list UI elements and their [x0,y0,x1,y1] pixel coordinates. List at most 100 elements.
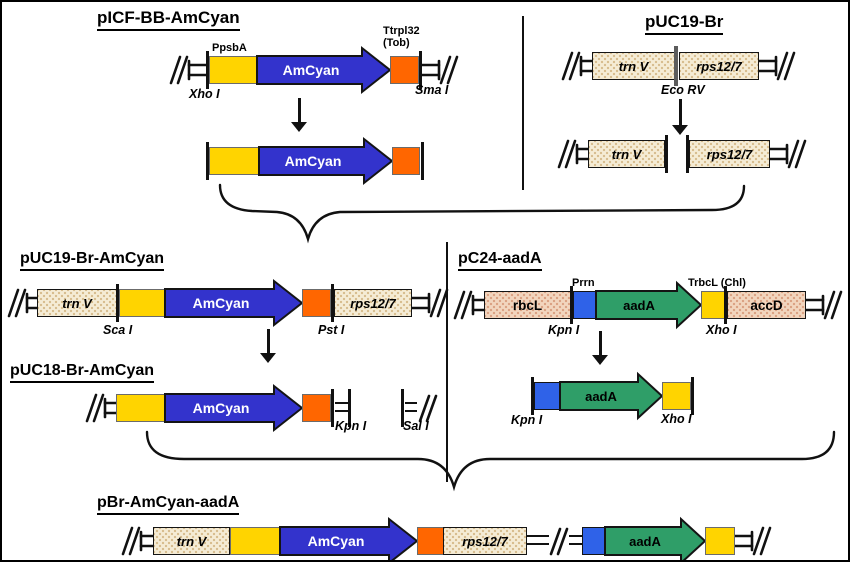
dna-break-slashes [549,527,569,556]
site-label-xhoi: Xho I [706,323,737,337]
ppsba-label: PpsbA [212,42,247,54]
terminator-box-ttrpl32 [390,56,419,84]
promoter-box-prrn [534,382,560,410]
site-label-kpni: Kpn I [335,419,367,433]
linker-line [405,402,417,412]
site-label-xhoi: Xho I [661,412,692,426]
ttrpl32-label: Ttrpl32 (Tob) [383,25,420,49]
svg-text:aadA: aadA [585,389,617,404]
section-title-puc19-br: pUC19-Br [645,12,724,35]
cut-end-tick-sali [401,389,404,427]
site-label-smai: Sma I [415,83,449,97]
restriction-site-tick-psti [331,284,334,322]
dna-break-symbol [169,55,206,85]
terminator-box-trbcl [701,291,725,319]
amcyan-gene-arrow: AmCyan [164,278,304,328]
section-title-puc18-br-amcyan: pUC18-Br-AmCyan [10,362,155,383]
svg-text:AmCyan: AmCyan [193,400,250,416]
section-divider-top [522,16,524,190]
site-label-kpni: Kpn I [511,413,543,427]
svg-text:AmCyan: AmCyan [283,62,340,78]
restriction-site-tick-xhoi [724,286,727,324]
site-label-xhoi: Xho I [189,87,220,101]
site-label-ecorv: Eco RV [661,83,705,97]
process-arrow-down [259,329,277,363]
terminator-box [302,289,331,317]
ttrpl32-label-line1: Ttrpl32 [383,25,420,37]
section-title-puc19-br-amcyan: pUC19-Br-AmCyan [20,250,165,271]
svg-text:AmCyan: AmCyan [285,153,342,169]
promoter-box [116,394,165,422]
prrn-label: Prrn [572,277,595,289]
digest-arrow-down [591,331,609,365]
section-divider-middle [446,242,448,482]
flank-box-trnv: trn V [592,52,675,80]
dna-break-symbol [759,51,796,81]
fragment-end-tick [206,142,209,180]
terminator-box-ttrpl32 [392,147,420,175]
cut-end-tick-kpni [348,389,351,427]
svg-text:aadA: aadA [623,298,655,313]
promoter-box [230,527,280,555]
dna-break-symbol [806,290,843,320]
restriction-site-tick-xhoi [206,51,209,89]
digest-arrow-down [671,99,689,135]
fragment-end-tick [531,377,534,415]
flank-box-trnv: trn V [588,140,665,168]
restriction-site-tick-kpni [570,286,573,324]
flank-box-accd: accD [727,291,806,319]
amcyan-gene-arrow: AmCyan [258,136,394,186]
site-label-psti: Pst I [318,323,345,337]
flank-box-rps12-7: rps12/7 [443,527,527,555]
promoter-box-ppsba [209,56,257,84]
dna-break-symbol [735,526,772,556]
linker-line [569,535,582,545]
promoter-box-prrn [573,291,596,319]
terminator-box-trbcl [662,382,691,410]
amcyan-gene-arrow: AmCyan [256,45,392,95]
svg-text:AmCyan: AmCyan [193,295,250,311]
merge-brace-bottom [145,430,836,492]
ttrpl32-label-line2: (Tob) [383,36,410,49]
dna-break-symbol [412,288,449,318]
aada-gene-arrow: aadA [604,516,707,560]
linker-line [335,402,348,412]
site-label-kpni: Kpn I [548,323,580,337]
restriction-site-tick-scai [116,284,119,322]
fragment-end-tick [421,142,424,180]
cut-end-tick [331,389,334,427]
trbcl-label: TrbcL (Chl) [688,277,746,289]
promoter-box-prrn [582,527,605,555]
aada-gene-arrow: aadA [595,280,703,330]
dna-break-symbol [121,526,158,556]
promoter-box [119,289,165,317]
flank-box-rbcl: rbcL [484,291,571,319]
dna-break-symbol [770,139,807,169]
cut-end-tick [686,135,689,173]
flank-box-trnv: trn V [37,289,117,317]
promoter-box-ppsba [209,147,259,175]
amcyan-gene-arrow: AmCyan [279,516,419,560]
site-label-sali: Sal I [403,419,429,433]
section-title-pbr-amcyan-aada: pBr-AmCyan-aadA [97,494,240,515]
site-label-scai: Sca I [103,323,133,337]
flank-box-rps12-7: rps12/7 [679,52,759,80]
section-title-picf-bb-amcyan: pICF-BB-AmCyan [97,8,240,31]
section-title-pc24-aada: pC24-aadA [458,250,542,271]
restriction-site-tick-smai [419,51,422,89]
flank-box-rps12-7: rps12/7 [689,140,770,168]
amcyan-gene-arrow: AmCyan [164,383,304,433]
cut-end-tick [665,135,668,173]
terminator-box [417,527,444,555]
aada-gene-arrow: aadA [559,371,664,421]
terminator-box [302,394,331,422]
digest-arrow-down [290,98,308,132]
restriction-site-tick-ecorv [674,46,678,86]
flank-box-rps12-7: rps12/7 [334,289,412,317]
terminator-box-trbcl [705,527,735,555]
linker-line [527,535,549,545]
flank-box-trnv: trn V [153,527,230,555]
svg-text:AmCyan: AmCyan [308,533,365,549]
merge-brace-top [218,183,746,244]
